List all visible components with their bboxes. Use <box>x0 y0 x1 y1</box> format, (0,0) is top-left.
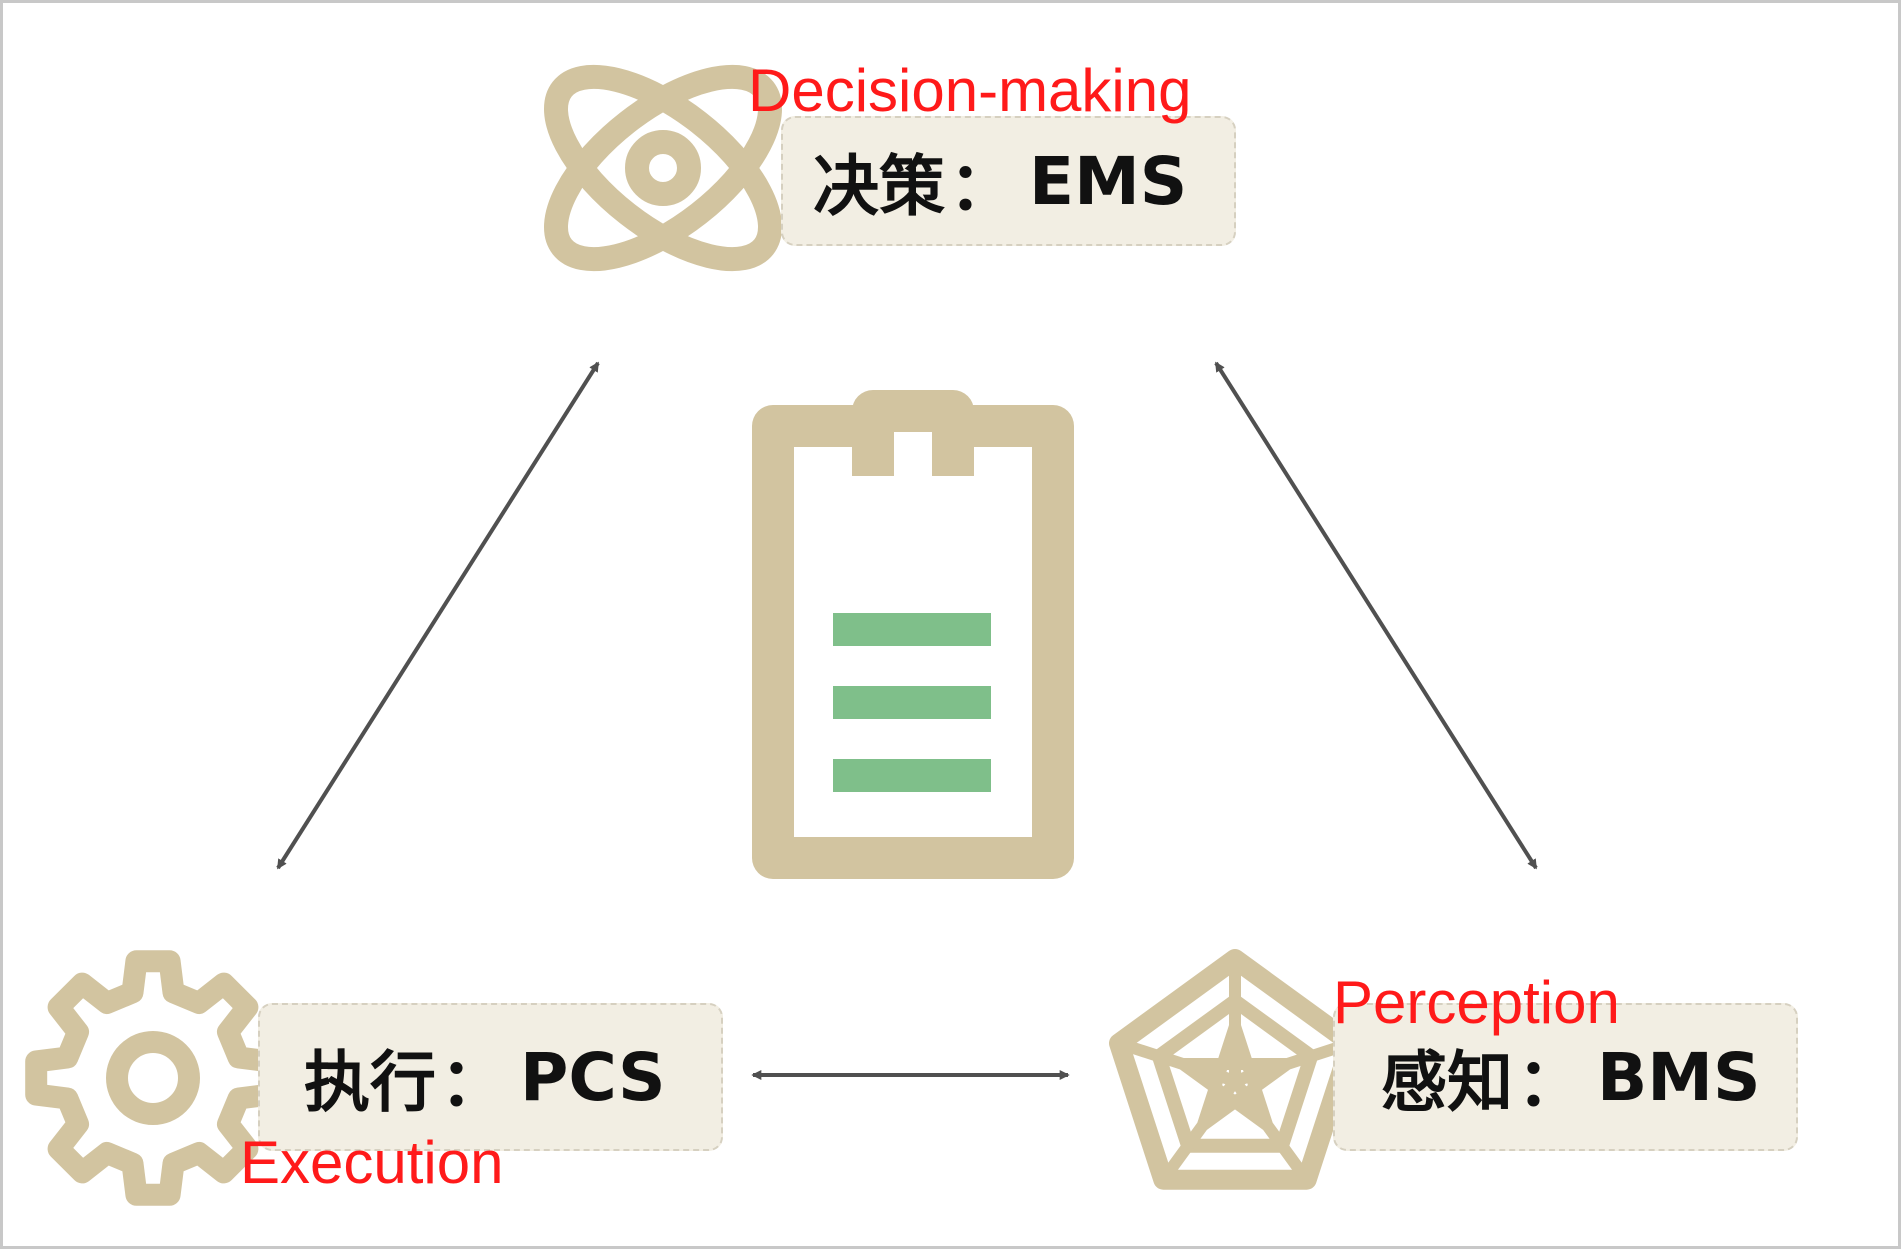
battery-level-bar <box>833 613 991 646</box>
battery-level-bars <box>833 613 991 792</box>
execution-separator: ： <box>440 1044 506 1121</box>
pentagon-web-icon <box>1109 949 1361 1190</box>
battery-level-bar <box>833 686 991 719</box>
diagram-graphics <box>25 64 1538 1206</box>
perception-label-box: 感知：BMS <box>1333 1003 1798 1151</box>
battery-level-bar <box>833 759 991 792</box>
arrow-decision-execution <box>276 361 600 870</box>
perception-en-label: Perception <box>1333 969 1620 1036</box>
perception-cn-label: 感知 <box>1381 1044 1513 1121</box>
decision-label-box: 决策：EMS <box>781 116 1236 246</box>
decision-en-label: Decision-making <box>748 57 1192 124</box>
execution-label-box: 执行：PCS <box>258 1003 723 1151</box>
perception-separator: ： <box>1517 1044 1583 1121</box>
gear-icon <box>25 950 281 1206</box>
arrow-decision-perception <box>1214 361 1538 870</box>
battery-icon <box>752 390 1074 879</box>
decision-cn-label: 决策 <box>813 148 945 225</box>
decision-system: EMS <box>1029 142 1188 220</box>
decision-separator: ： <box>949 148 1015 225</box>
execution-system: PCS <box>520 1038 666 1116</box>
execution-cn-label: 执行 <box>304 1044 436 1121</box>
execution-en-label: Execution <box>240 1129 504 1196</box>
perception-system: BMS <box>1597 1038 1761 1116</box>
atom-icon <box>544 64 782 272</box>
